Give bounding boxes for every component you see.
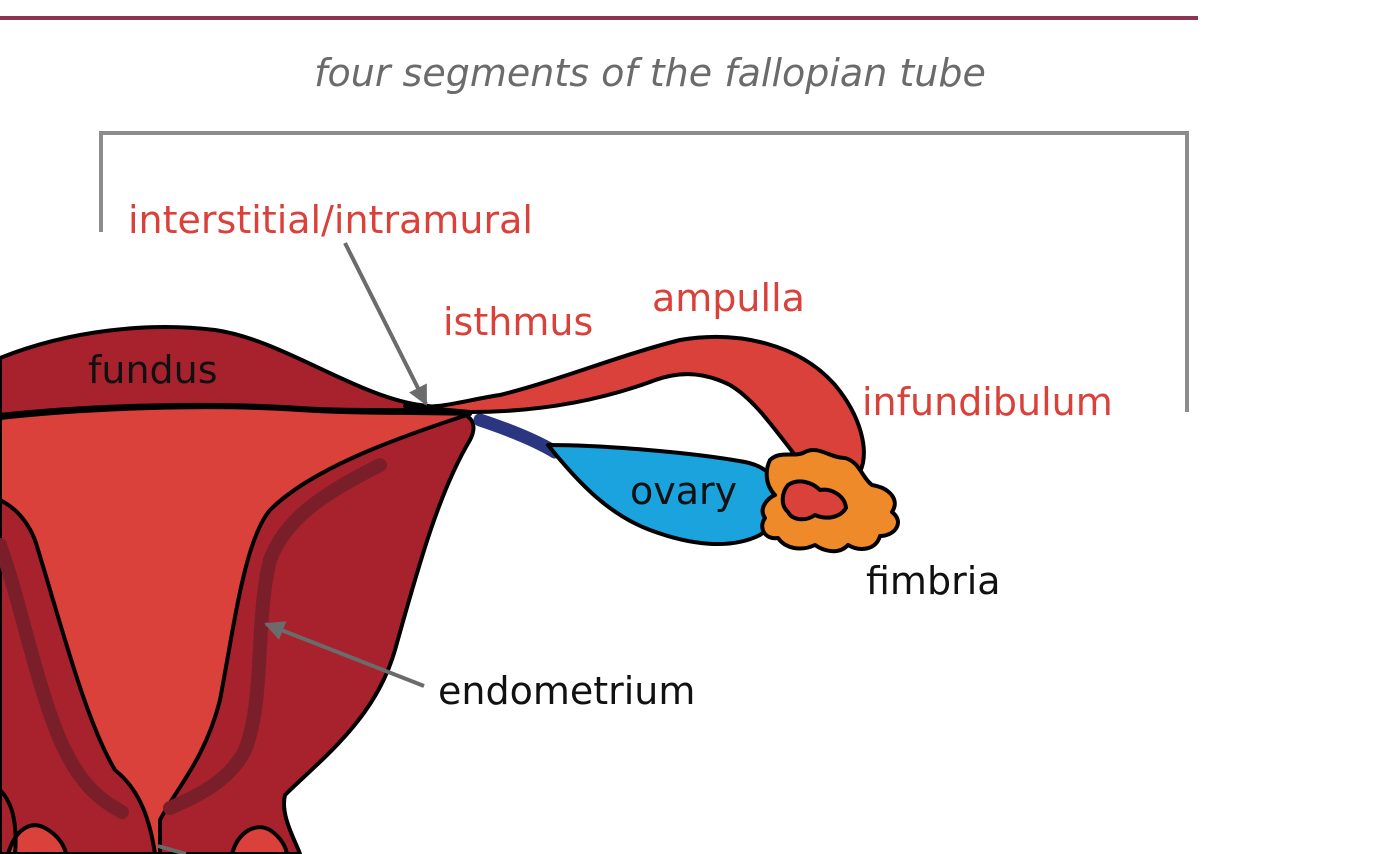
- diagram-title: four segments of the fallopian tube: [314, 51, 986, 95]
- label-interstitial: interstitial/intramural: [128, 198, 533, 242]
- cervix-arrow-stub: [157, 844, 187, 854]
- fallopian-tube: [403, 335, 866, 479]
- fundus-boundary: [0, 402, 471, 417]
- uterine-lower-lobe-right: [229, 825, 290, 854]
- cervix-line: [0, 788, 18, 854]
- label-fundus: fundus: [88, 348, 218, 392]
- endometrium-arrow: [264, 621, 425, 688]
- label-ampulla: ampulla: [652, 276, 805, 320]
- label-ovary: ovary: [630, 469, 737, 513]
- endometrium-stripe-left: [0, 538, 129, 819]
- segments-bracket: [99, 131, 1189, 412]
- interstitial-arrow: [343, 242, 428, 406]
- label-endometrium: endometrium: [438, 669, 695, 713]
- ovarian-ligament: [473, 413, 562, 459]
- label-isthmus: isthmus: [443, 300, 593, 344]
- uterine-cavity: [0, 405, 472, 854]
- label-infundibulum: infundibulum: [862, 380, 1113, 424]
- endometrium-stripe-right: [163, 458, 387, 815]
- fimbria-inner-opening: [780, 479, 848, 522]
- label-fimbria: fimbria: [866, 559, 1001, 603]
